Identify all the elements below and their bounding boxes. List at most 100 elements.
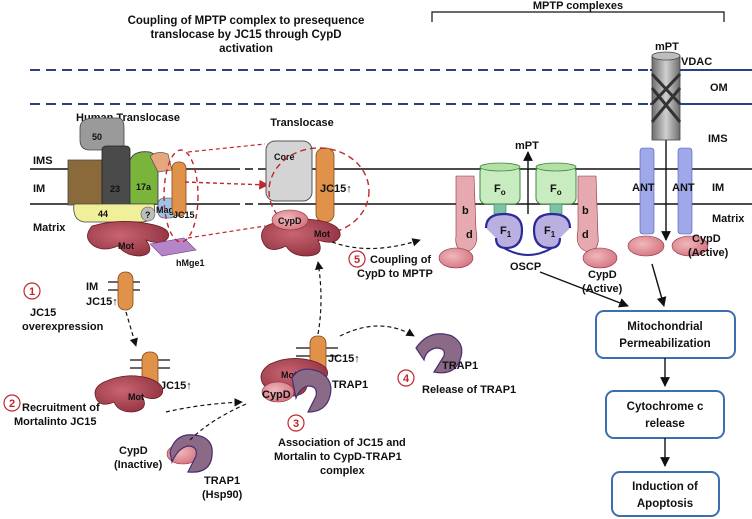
- title-line-2: translocase by JC15 through CypD: [150, 29, 341, 41]
- figure-title: Coupling of MPTP complex to presequence …: [128, 15, 365, 55]
- translocase2-heading: Translocase: [270, 117, 334, 129]
- step1-text-1: JC15: [30, 307, 56, 319]
- ant-left-bar: [639, 147, 655, 235]
- permeabilization-box: [595, 310, 736, 359]
- vdac-top: [651, 51, 681, 61]
- step-2-recruitment: JC15↑ Mot 2 Recruitment of Mortalinto JC…: [3, 351, 243, 501]
- fo-left-label: Fo: [494, 183, 506, 197]
- mortalin-activated-label: Mot: [314, 229, 330, 239]
- arrow-step2-to-step3: [165, 398, 243, 413]
- cypd-activated-label: CypD: [278, 216, 302, 226]
- cytochrome-line-2: release: [645, 418, 685, 430]
- ant-left-label: ANT: [632, 182, 655, 194]
- fo-right-label: Fo: [550, 183, 562, 197]
- step5-text-2: CypD to MPTP: [357, 268, 433, 280]
- step5-number: 5: [354, 254, 360, 266]
- core-label: Core: [274, 152, 295, 162]
- apoptosis-box: [611, 471, 720, 517]
- f1-right-head: [532, 212, 572, 250]
- arrow-step1-to-step2: [125, 311, 138, 347]
- cypd-active-state: (Active): [582, 283, 623, 295]
- step3-jc15-label: JC15↑: [328, 353, 360, 365]
- mpt-right-label: mPT: [655, 41, 679, 53]
- mptp-bracket: [431, 11, 725, 22]
- subunit-b-right: b: [582, 205, 589, 217]
- matrix-left-label: Matrix: [33, 222, 66, 234]
- step-5-coupling: 5 Coupling of CypD to MPTP: [348, 250, 433, 280]
- tim44-label: 44: [98, 209, 108, 219]
- step3-text-3: complex: [320, 465, 366, 477]
- mpt-left-label: mPT: [515, 140, 539, 152]
- mptp-header-text: MPTP complexes: [533, 0, 623, 12]
- ims-right-label: IMS: [708, 133, 728, 145]
- subunit-b-left: b: [462, 205, 469, 217]
- subunit-d-left: d: [466, 229, 473, 241]
- translocase-ellipse-link-top: [187, 143, 266, 153]
- pathway-box-apoptosis: Induction of Apoptosis: [611, 471, 720, 517]
- mortalin-label: Mot: [118, 241, 134, 251]
- step3-cypd: [261, 381, 295, 403]
- fo-right-top: [535, 162, 577, 172]
- tim17a-label: 17a: [136, 182, 152, 192]
- stalk-left: [493, 203, 507, 215]
- mptp-header: MPTP complexes: [431, 0, 725, 22]
- oscp-link: [503, 247, 553, 256]
- cypd-blob-left: [438, 247, 474, 269]
- step-3-association: JC15↑ Mot CypD TRAP1 3 Association of JC…: [260, 335, 406, 477]
- step2-trap1-label: TRAP1: [204, 475, 240, 487]
- f1-right-label: F1: [544, 225, 556, 239]
- arrow-atp-to-permeabilization: [539, 271, 629, 308]
- step4-text: Release of TRAP1: [422, 384, 516, 396]
- step3-cypd-label: CypD: [262, 389, 291, 401]
- step1-badge: [23, 282, 41, 300]
- matrix-right-label: Matrix: [712, 213, 745, 225]
- step5-badge: [348, 250, 366, 268]
- pathway-box-permeabilization: Mitochondrial Permeabilization: [595, 310, 736, 359]
- vdac-label: VDAC: [681, 56, 712, 68]
- step2-trap1: [169, 434, 213, 473]
- mag-label: Mag: [156, 205, 174, 215]
- ims-left-label: IMS: [33, 155, 53, 167]
- subunit-d-right: d: [582, 229, 589, 241]
- jc15-activated-label: JC15↑: [320, 183, 352, 195]
- step3-badge: [287, 414, 305, 432]
- jc15-subunit: [171, 161, 187, 217]
- fo-left-top: [479, 162, 521, 172]
- step2-inactive-label: (Inactive): [114, 459, 163, 471]
- step3-number: 3: [293, 418, 299, 430]
- tim23-label: 23: [110, 184, 120, 194]
- step4-badge: [397, 369, 415, 387]
- step2-number: 2: [9, 398, 15, 410]
- translocase-transfer-arrow: [184, 179, 269, 190]
- title-line-1: Coupling of MPTP complex to presequence: [128, 15, 365, 27]
- cypd-ant-right: [671, 235, 709, 257]
- im-left-label: IM: [33, 183, 45, 195]
- human-translocase: Human Translocase 50 23 17a 44 ? Mag JC1…: [67, 112, 205, 268]
- step3-text-2: Mortalin to CypD-TRAP1: [274, 451, 402, 463]
- cypd-ant-state: (Active): [688, 247, 729, 259]
- im-right-label: IM: [712, 182, 724, 194]
- mptp-atp-synthase: mPT Fo Fo F1 F1 b b d d OSCP CypD (Activ…: [438, 140, 623, 295]
- pathway-box-cytochrome: Cytochrome c release: [605, 390, 725, 439]
- vdac-pattern: [650, 72, 682, 123]
- step2-jc15-label: JC15↑: [160, 380, 192, 392]
- translocase-ellipse-link-bottom: [187, 225, 266, 239]
- translocase-activated: Translocase Core JC15↑ CypD Mot: [261, 117, 370, 257]
- step1-number: 1: [29, 286, 35, 298]
- arrow-ant-to-permeabilization: [651, 263, 667, 307]
- tim23-subunit: [101, 145, 131, 207]
- cypd-ant-left: [627, 235, 665, 257]
- translocase-brown-left: [67, 159, 103, 206]
- step4-trap1-label: TRAP1: [442, 360, 478, 372]
- stalk-right: [549, 203, 563, 215]
- cytochrome-box: [605, 390, 725, 439]
- hmge1-shape: [149, 237, 197, 257]
- step-1-overexpression: IM JC15↑ 1 JC15 overexpression: [22, 271, 140, 333]
- mortalin-shape: [87, 221, 169, 257]
- step1-text-2: overexpression: [22, 321, 104, 333]
- step3-trap1-label: TRAP1: [332, 379, 368, 391]
- arrow-translocase-to-mptp: [331, 238, 421, 250]
- step3-text-1: Association of JC15 and: [278, 437, 406, 449]
